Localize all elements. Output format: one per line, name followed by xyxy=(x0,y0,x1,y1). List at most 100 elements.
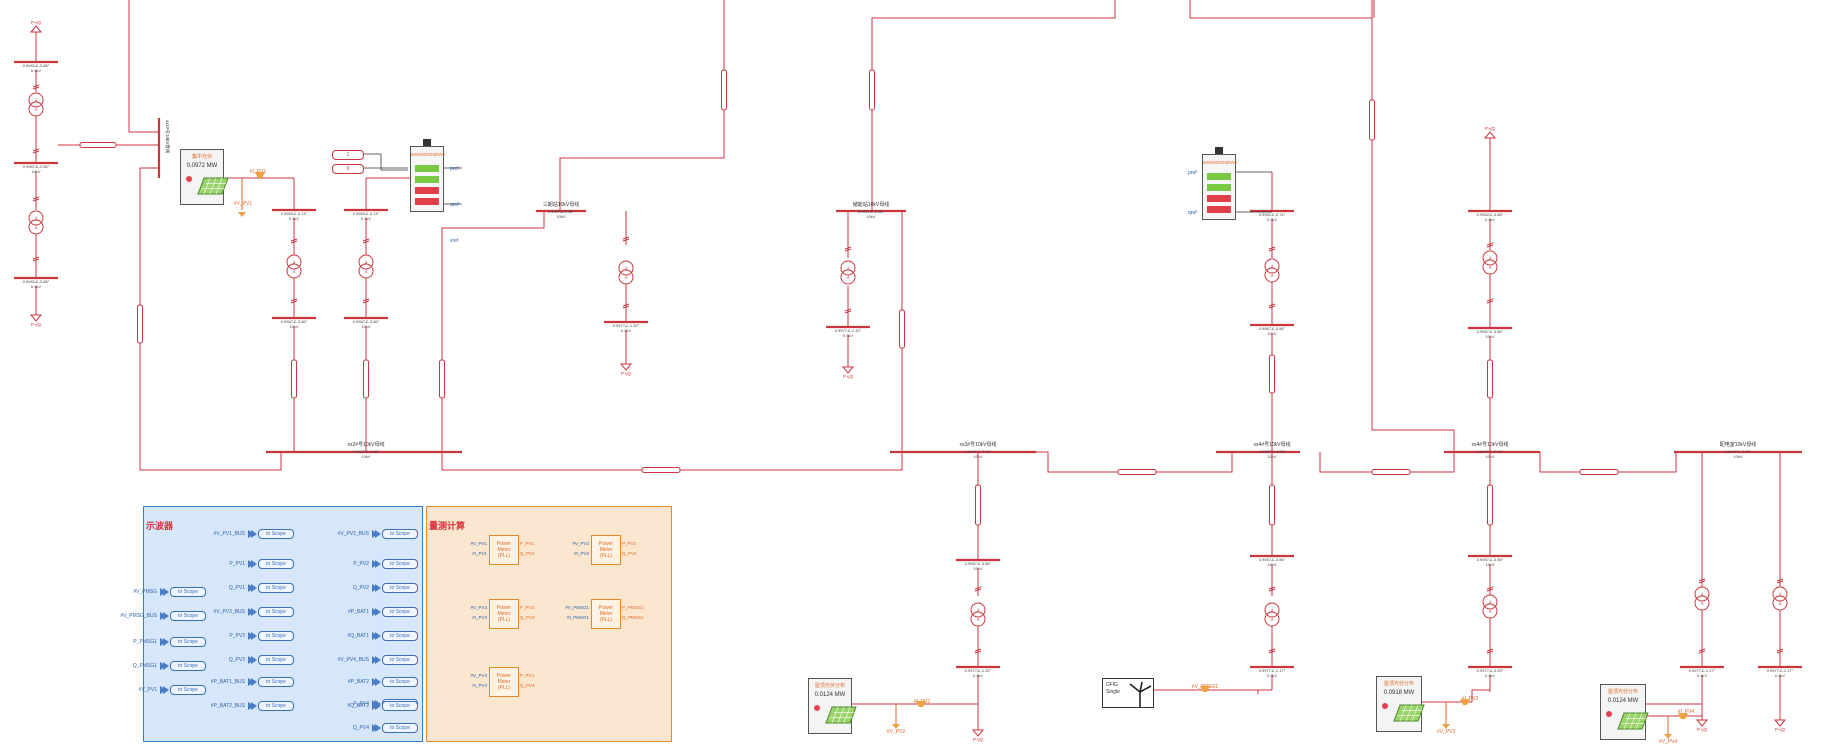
to-scope-button[interactable]: to Scope xyxy=(258,701,294,711)
battery-cell xyxy=(1207,173,1231,180)
to-scope-button[interactable]: to Scope xyxy=(382,677,418,687)
to-scope-button[interactable]: to Scope xyxy=(258,583,294,593)
constant-block[interactable]: 1 xyxy=(332,150,364,160)
to-scope-button[interactable]: to Scope xyxy=(170,637,206,647)
scope-tag[interactable]: P_PV2 to Scope xyxy=(329,559,418,569)
breaker-tick xyxy=(1486,242,1494,246)
power-meter-input: #I_PV2 xyxy=(574,551,589,556)
current-probe-icon xyxy=(916,701,926,707)
to-scope-button[interactable]: to Scope xyxy=(170,685,206,695)
current-probe-icon xyxy=(1678,713,1688,719)
to-scope-button[interactable]: to Scope xyxy=(382,607,418,617)
winding-symbol: ⅄ xyxy=(1699,592,1704,598)
power-source-icon xyxy=(619,363,633,371)
to-scope-button[interactable]: to Scope xyxy=(258,631,294,641)
to-scope-button[interactable]: to Scope xyxy=(258,559,294,569)
to-scope-button[interactable]: to Scope xyxy=(170,611,206,621)
to-scope-button[interactable]: to Scope xyxy=(258,655,294,665)
battery-storage[interactable]: 500kW/2000kWh xyxy=(410,139,445,212)
scope-signal-name: #V_PV2_BUS xyxy=(337,531,369,537)
winding-symbol: ⅄ xyxy=(291,269,296,275)
to-scope-button[interactable]: to Scope xyxy=(382,655,418,665)
breaker-tick xyxy=(362,300,370,304)
scope-arrow-icon xyxy=(248,530,258,538)
breaker-tick xyxy=(362,298,370,302)
breaker-tick xyxy=(1776,578,1784,582)
battery-storage[interactable]: 500kW/2000kWh xyxy=(1202,147,1237,220)
scope-tag[interactable]: #V_PV1_BUS to Scope xyxy=(205,529,294,539)
breaker-tick xyxy=(290,238,298,242)
power-meter-input: #V_PV4 xyxy=(470,673,487,678)
winding-symbol: ⅄ xyxy=(1699,601,1704,607)
to-scope-button[interactable]: to Scope xyxy=(382,583,418,593)
power-meter-input: #I_PMSG1 xyxy=(566,615,589,620)
to-scope-button[interactable]: to Scope xyxy=(382,631,418,641)
power-meter-name: Power xyxy=(496,605,512,611)
to-scope-button[interactable]: to Scope xyxy=(382,701,418,711)
pv-name: 屋顶光伏分布 xyxy=(814,683,845,689)
breaker-tick xyxy=(1486,650,1494,654)
winding-symbol: ⅄ xyxy=(975,608,980,614)
scope-arrow-icon xyxy=(372,656,382,664)
pv-icon-holder xyxy=(1380,701,1426,728)
line-impedance-vertical xyxy=(363,359,369,399)
line-impedance-vertical xyxy=(721,69,727,111)
to-scope-button[interactable]: to Scope xyxy=(382,529,418,539)
bus-voltage: 0.9977∠-1.17° xyxy=(1689,668,1716,673)
to-scope-button[interactable]: to Scope xyxy=(382,559,418,569)
breaker-tick xyxy=(1268,246,1276,250)
scope-signal-name: #V_PV1_BUS xyxy=(213,531,245,537)
to-scope-button[interactable]: to Scope xyxy=(258,529,294,539)
wire xyxy=(1539,452,1596,473)
breaker-tick xyxy=(1486,588,1494,592)
to-scope-button[interactable]: to Scope xyxy=(170,587,206,597)
pv-icon-holder xyxy=(812,703,858,730)
to-scope-button[interactable]: to Scope xyxy=(258,607,294,617)
power-meter-name: Meter xyxy=(599,611,613,617)
scope-tag[interactable]: #V_PV2_BUS to Scope xyxy=(329,529,418,539)
winding-symbol: ⅄ xyxy=(1269,264,1274,270)
to-scope-button[interactable]: to Scope xyxy=(382,723,418,733)
bus-kv: 10kV xyxy=(361,454,370,459)
bus-voltage: 0.9987∠-2.56° xyxy=(1259,449,1286,454)
scope-signal-name: P_PV2 xyxy=(353,561,369,567)
bus-voltage: 0.9987∠-3.56° xyxy=(1477,557,1504,562)
constant-block[interactable]: 0 xyxy=(332,164,364,174)
to-scope-button[interactable]: to Scope xyxy=(258,677,294,687)
line-impedance-vertical xyxy=(869,69,875,111)
wire xyxy=(1471,689,1491,702)
to-scope-button[interactable]: to Scope xyxy=(170,661,206,671)
breaker-tick xyxy=(1268,586,1276,590)
measurement-panel-title: 量测计算 xyxy=(429,521,466,531)
